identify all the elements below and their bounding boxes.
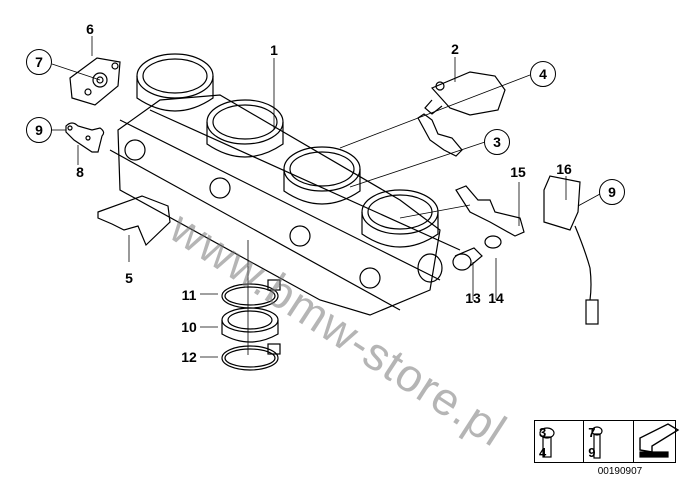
callout-12[interactable]: 12 (181, 349, 197, 365)
fastener-legend: 3 4 7 9 (534, 420, 676, 463)
legend-cell-orientation-arrow (634, 421, 675, 462)
callout-2[interactable]: 2 (451, 41, 459, 57)
callout-9-left[interactable]: 9 (26, 117, 52, 143)
part-6-throttle-position-sensor (69, 57, 121, 106)
part-13-bushing (452, 247, 483, 271)
part-15-holder (455, 185, 525, 237)
callout-6[interactable]: 6 (86, 21, 94, 37)
part-5-cover-plate (97, 195, 171, 247)
callout-14[interactable]: 14 (488, 290, 504, 306)
legend-cell-group-b: 7 9 (584, 421, 634, 462)
part-8-bracket-plate (65, 122, 105, 153)
callout-9-right[interactable]: 9 (599, 179, 625, 205)
callout-8[interactable]: 8 (76, 164, 84, 180)
legend-screw-icons (539, 423, 680, 459)
legend-number: 4 (539, 445, 547, 460)
diagram-id: 00190907 (597, 466, 643, 477)
leader-lines (50, 36, 601, 358)
callout-1[interactable]: 1 (270, 42, 278, 58)
callout-13[interactable]: 13 (465, 290, 481, 306)
callout-15[interactable]: 15 (510, 164, 526, 180)
legend-cell-group-a: 3 4 (535, 421, 585, 462)
part-16-switch-with-cable (543, 175, 599, 325)
callout-7[interactable]: 7 (26, 49, 52, 75)
rings-group (221, 279, 281, 371)
callout-5[interactable]: 5 (125, 270, 133, 286)
part-2-idle-control-actuator (424, 71, 506, 116)
callout-11[interactable]: 11 (181, 287, 197, 303)
callout-16[interactable]: 16 (556, 161, 572, 177)
callout-10[interactable]: 10 (181, 319, 197, 335)
callout-3[interactable]: 3 (484, 129, 510, 155)
callout-4[interactable]: 4 (530, 61, 556, 87)
legend-number: 7 (588, 425, 596, 440)
part-3-bracket (417, 113, 463, 157)
legend-number: 9 (588, 445, 596, 460)
legend-number: 3 (539, 425, 547, 440)
part-14-clip (484, 235, 502, 249)
part-1-throttle-body-assembly (109, 53, 461, 316)
